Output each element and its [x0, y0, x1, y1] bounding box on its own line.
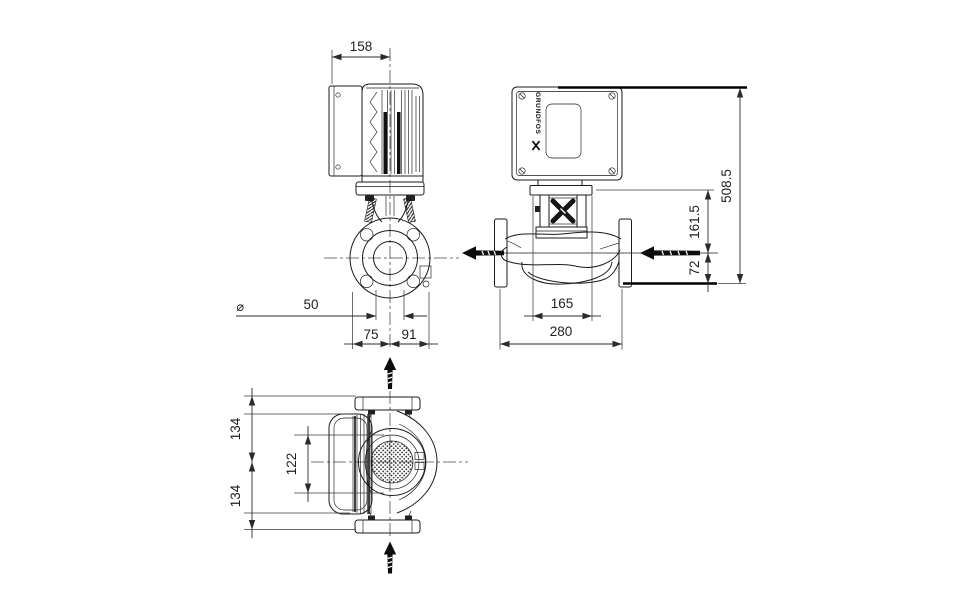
- side-pump-head: [529, 179, 593, 239]
- flow-direction-arrow-bottom: [383, 540, 397, 575]
- housing-tab: [414, 452, 425, 460]
- end-motor-profile: [328, 413, 373, 515]
- fin-zigzag-edge: [369, 91, 378, 173]
- clamp-stud: [403, 197, 416, 223]
- dimension-motor-face-width: 122: [284, 426, 384, 502]
- dimension-head-width: 165: [524, 196, 601, 321]
- front-view: 158 ⌀ 50 75 91: [236, 39, 459, 350]
- dim-label-91: 91: [401, 327, 416, 342]
- grundfos-wordmark: GRUNDFOS: [534, 92, 541, 135]
- fan-grille: [370, 440, 414, 484]
- dimension-port-diameter: ⌀ 50: [236, 290, 427, 320]
- front-motor-body: [361, 83, 424, 177]
- dimension-centerline-to-base: 72: [687, 253, 712, 292]
- outlet-flow-arrow: [461, 245, 505, 261]
- fin-dark-bar: [383, 112, 387, 174]
- flange-bolt: [368, 410, 375, 415]
- side-volute: [463, 218, 718, 288]
- corner-screw: [518, 167, 526, 175]
- bolt-hole: [406, 274, 420, 288]
- fin-dark-bar: [397, 112, 401, 174]
- dim-label-508-5: 508.5: [719, 169, 734, 203]
- end-view: 134 134 122: [228, 388, 468, 575]
- dimension-overall-height: 508.5: [719, 88, 744, 284]
- side-view: GRUNDFOS: [461, 86, 747, 350]
- end-motor-fins: [352, 414, 372, 514]
- end-pump-housing: [358, 410, 438, 514]
- dim-label-diameter-symbol: ⌀: [236, 300, 244, 315]
- bolt-hole: [360, 274, 374, 288]
- flange-bolt: [405, 410, 412, 415]
- front-volute-flange: [349, 217, 432, 299]
- dimension-port-to-port: 280: [499, 289, 623, 350]
- dimension-center-offsets: 75 91: [344, 292, 438, 349]
- flange-bolt: [405, 515, 412, 520]
- dim-label-122: 122: [284, 453, 299, 476]
- dimension-centerline-to-top: 161.5: [596, 189, 714, 253]
- dim-label-50: 50: [303, 297, 318, 312]
- dim-label-134-top: 134: [228, 417, 243, 440]
- dimension-motor-width: 158: [331, 39, 390, 84]
- flow-direction-arrow-up: [383, 356, 397, 390]
- dim-label-280: 280: [550, 324, 573, 339]
- dim-label-158: 158: [350, 39, 373, 54]
- drain-boss: [419, 265, 432, 279]
- front-pump-head: [355, 176, 425, 223]
- dim-label-75: 75: [363, 327, 378, 342]
- drain-plug: [422, 280, 430, 288]
- side-terminal-box: GRUNDFOS: [511, 86, 623, 181]
- flange-bolt: [368, 515, 375, 520]
- inlet-flow-arrow: [639, 245, 701, 261]
- dim-label-161-5: 161.5: [687, 205, 702, 239]
- volute-outer-arc: [396, 410, 438, 514]
- end-bottom-flange: [354, 510, 421, 534]
- corner-screw: [518, 92, 526, 100]
- dim-label-165: 165: [551, 296, 574, 311]
- corner-screw: [608, 92, 616, 100]
- dimension-flange-offsets: 134 134: [228, 388, 356, 538]
- dim-label-72: 72: [687, 260, 702, 275]
- bolt-hole: [406, 228, 420, 242]
- bolt-hole: [360, 228, 374, 242]
- head-screw: [535, 206, 540, 212]
- corner-screw: [608, 167, 616, 175]
- inlet-flange: [618, 218, 632, 288]
- grundfos-logo-icon: [531, 140, 541, 151]
- dim-label-134-bottom: 134: [228, 484, 243, 507]
- terminal-box-panel: [545, 103, 582, 159]
- volute-inner-arc: [398, 423, 427, 501]
- front-terminal-box: [328, 85, 363, 177]
- housing-tab: [414, 462, 425, 470]
- motor-fins: [381, 90, 420, 174]
- clamp-stud: [364, 197, 377, 223]
